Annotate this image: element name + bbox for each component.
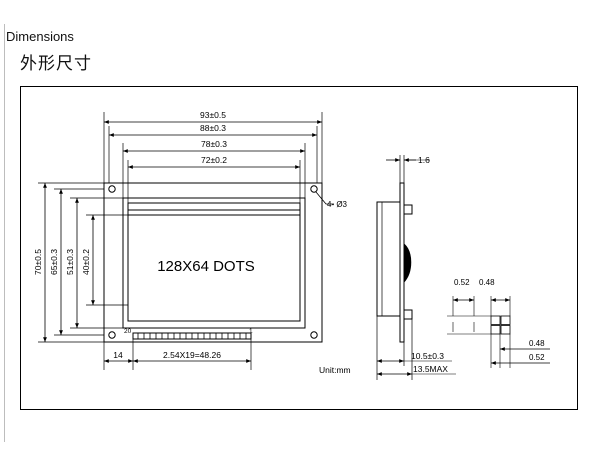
pin-header-pins — [137, 333, 247, 339]
hole-note: 4- Ø3 — [327, 200, 348, 209]
display-resolution-label: 128X64 DOTS — [157, 258, 255, 275]
pixel-dot-tr — [500, 315, 511, 325]
side-pcb — [399, 182, 405, 343]
heading-dimensions: Dimensions — [6, 29, 74, 44]
dim-height-70: 70±0.5 — [33, 249, 43, 275]
mounting-hole-top-right — [310, 185, 318, 193]
dim-dot-width: 0.52 — [454, 278, 470, 287]
dim-bottom-offset: 14 — [113, 350, 123, 360]
hole-leader-line — [315, 191, 334, 205]
dim-dot-pitch-h: 0.48 — [479, 278, 495, 287]
dim-dot-pitch-v: 0.52 — [529, 353, 545, 362]
bottom-extension-lines — [103, 339, 252, 370]
pin-label-first: 20 — [124, 328, 132, 335]
drawing-frame — [20, 86, 578, 410]
dim-height-51: 51±0.3 — [65, 249, 75, 275]
dim-side-depth-2: 13.5MAX — [413, 364, 448, 374]
pixel-left-reference-lines — [447, 315, 491, 335]
mounting-hole-bottom-right — [310, 331, 318, 339]
pin-label-last: 1 — [249, 328, 253, 335]
side-view — [376, 155, 456, 380]
side-pin-bottom — [403, 309, 413, 320]
pixel-dot-bl — [490, 325, 501, 335]
front-view — [38, 112, 334, 370]
side-body — [376, 201, 401, 317]
pixel-dot-tl — [490, 315, 501, 325]
dim-pin-pitch: 2.54X19=48.26 — [163, 350, 221, 360]
dim-height-65: 65±0.3 — [49, 249, 59, 275]
pixel-detail — [447, 296, 550, 368]
dim-side-depth-1: 10.5±0.3 — [411, 351, 444, 361]
mounting-hole-top-left — [108, 185, 116, 193]
pixel-top-extension-lines — [452, 296, 511, 316]
active-area-outline — [127, 202, 301, 322]
dim-width-88: 88±0.3 — [200, 123, 226, 133]
unit-note: Unit:mm — [319, 365, 351, 375]
pcb-outline — [103, 182, 323, 343]
dim-width-72: 72±0.2 — [201, 155, 227, 165]
page-left-rule — [4, 24, 5, 442]
side-bottom-extension-lines — [376, 316, 413, 380]
side-pin-top — [403, 204, 413, 215]
mounting-hole-bottom-left — [108, 331, 116, 339]
side-top-extension-lines — [399, 155, 405, 183]
heading-outline-size: 外形尺寸 — [20, 54, 92, 74]
side-backlight — [403, 242, 412, 284]
dim-side-thickness: 1.6 — [418, 155, 430, 165]
left-extension-lines — [38, 182, 128, 343]
dim-dot-height: 0.48 — [529, 339, 545, 348]
dim-width-78: 78±0.3 — [201, 139, 227, 149]
dim-width-93: 93±0.5 — [200, 110, 226, 120]
pixel-dot-br — [500, 325, 511, 335]
dim-height-40: 40±0.2 — [81, 249, 91, 275]
bezel-outline — [122, 197, 306, 329]
